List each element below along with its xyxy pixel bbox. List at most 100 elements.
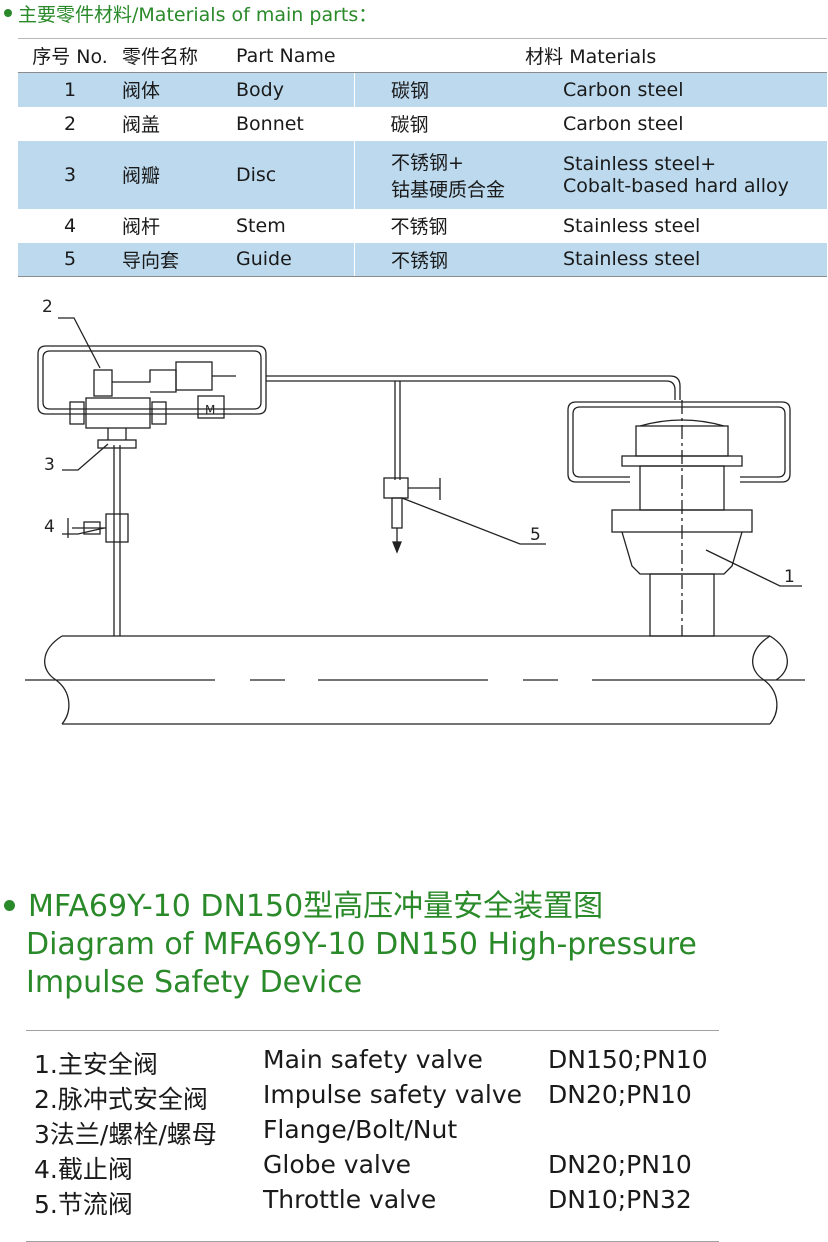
table-row: 4 阀杆 Stem 不锈钢 Stainless steel xyxy=(18,209,827,243)
row-material-en: Stainless steel xyxy=(563,242,827,277)
diagram-title-en-2: Impulse Safety Device xyxy=(26,965,363,1000)
callout-1: 1 xyxy=(784,567,795,587)
row-no: 1 xyxy=(63,78,77,101)
impulse-pipe xyxy=(113,445,121,636)
impulse-valve-actuator xyxy=(175,361,213,391)
impulse-valve-body xyxy=(85,397,151,429)
material-cn-line: 不锈钢+ xyxy=(391,151,464,174)
row-name-cn: 阀瓣 xyxy=(122,165,161,187)
globe-valve-body xyxy=(105,513,129,543)
legend-spec: DN150;PN10 xyxy=(548,1045,708,1074)
legend-cn: 2.脉冲式安全阀 xyxy=(34,1085,208,1114)
leader-4 xyxy=(62,527,105,535)
impulse-valve-flange-left xyxy=(69,401,85,425)
callout-2: 2 xyxy=(42,297,53,317)
row-name-cn: 阀体 xyxy=(122,80,161,103)
right-loop-left-outer xyxy=(567,401,630,483)
row-name-en: Stem xyxy=(236,214,286,237)
materials-section-title: 主要零件材料/Materials of main parts： xyxy=(0,0,377,26)
magnet-emblem-text: M xyxy=(205,403,215,417)
row-material-cn: 不锈钢 xyxy=(354,242,563,277)
header-name-cn: 零件名称 xyxy=(122,38,236,73)
outlet-arrow-icon xyxy=(392,541,402,554)
row-name-cn: 阀盖 xyxy=(122,114,161,136)
throttle-valve-body xyxy=(383,477,409,499)
row-name-en: Disc xyxy=(236,163,277,186)
leader-5 xyxy=(401,497,546,545)
leader-3 xyxy=(62,443,109,471)
legend-spec: DN20;PN10 xyxy=(548,1150,692,1179)
materials-title-text: 主要零件材料/Materials of main parts： xyxy=(18,3,378,26)
row-material-en: Stainless steel+ Cobalt-based hard alloy xyxy=(563,141,827,209)
legend-en: Main safety valve xyxy=(263,1045,483,1074)
legend-list: 1.主安全阀 Main safety valve DN150;PN10 2.脉冲… xyxy=(26,1030,719,1242)
legend-cn: 4.截止阀 xyxy=(34,1155,133,1184)
row-name-cn: 导向套 xyxy=(122,242,236,277)
callout-5: 5 xyxy=(530,525,541,545)
row-material-cn: 碳钢 xyxy=(390,114,429,136)
legend-en: Throttle valve xyxy=(263,1185,437,1214)
connect-line-top xyxy=(266,375,681,400)
legend-en: Globe valve xyxy=(263,1150,412,1179)
row-material-cn: 碳钢 xyxy=(354,72,563,107)
row-name-cn: 阀杆 xyxy=(122,216,161,238)
bullet-dot-icon xyxy=(4,900,15,911)
pipe-break-right-outer xyxy=(769,635,788,681)
bullet-dot-icon xyxy=(4,9,12,17)
row-material-en: Carbon steel xyxy=(563,112,684,135)
header-materials: 材料 Materials xyxy=(354,38,827,73)
left-loop-inner xyxy=(42,350,262,410)
row-material-en: Carbon steel xyxy=(563,78,684,101)
diagram-title-en-1: Diagram of MFA69Y-10 DN150 High-pressure xyxy=(26,927,697,962)
header-name-en: Part Name xyxy=(236,38,355,73)
legend-spec: DN20;PN10 xyxy=(548,1080,692,1109)
legend-spec: DN10;PN32 xyxy=(548,1185,692,1214)
materials-table: 序号 No. 零件名称 Part Name 材料 Materials 1 阀体 … xyxy=(18,38,827,277)
table-row: 3 阀瓣 Disc 不锈钢+ 钴基硬质合金 Stainless steel+ C… xyxy=(18,140,827,209)
table-row: 2 阀盖 Bonnet 碳钢 Carbon steel xyxy=(18,107,827,141)
throttle-pipe xyxy=(394,381,401,480)
throttle-outlet xyxy=(391,497,403,529)
right-loop-outer xyxy=(576,401,791,483)
throttle-stem xyxy=(408,478,441,500)
connect-line-bot xyxy=(266,380,676,400)
row-name-en: Body xyxy=(236,78,284,101)
row-material-cn: 不锈钢+ 钴基硬质合金 xyxy=(354,140,563,209)
row-material-cn: 不锈钢 xyxy=(390,216,448,238)
impulse-valve-lever xyxy=(112,369,177,393)
diagram-title-cn: MFA69Y-10 DN150型高压冲量安全装置图 xyxy=(28,889,604,924)
impulse-valve-head xyxy=(93,369,113,397)
right-loop-inner xyxy=(580,406,786,478)
flange-3 xyxy=(97,439,137,449)
legend-cn: 1.主安全阀 xyxy=(34,1050,158,1079)
left-loop-outer xyxy=(37,345,267,415)
material-en-line: Stainless steel+ xyxy=(563,152,717,175)
right-loop-left-inner xyxy=(572,406,630,478)
row-no: 2 xyxy=(63,112,77,135)
header-no: 序号 No. xyxy=(18,38,122,73)
callout-4: 4 xyxy=(44,517,55,537)
magnet-box xyxy=(197,395,225,419)
row-no: 4 xyxy=(63,214,77,237)
legend-en: Impulse safety valve xyxy=(263,1080,523,1109)
legend-cn: 5.节流阀 xyxy=(34,1190,133,1219)
legend-en: Flange/Bolt/Nut xyxy=(263,1115,458,1144)
material-en-line: Cobalt-based hard alloy xyxy=(563,174,789,197)
leader-2 xyxy=(58,317,101,369)
row-name-en: Guide xyxy=(236,242,355,277)
table-row: 1 阀体 Body 碳钢 Carbon steel xyxy=(18,72,827,107)
impulse-valve-flange-right xyxy=(151,401,167,425)
callout-3: 3 xyxy=(44,455,55,475)
impulse-valve-neck xyxy=(107,428,127,440)
row-no: 3 xyxy=(63,163,77,186)
safety-device-diagram: 2 3 4 5 1 M xyxy=(25,297,805,725)
legend-cn: 3法兰/螺栓/螺母 xyxy=(34,1120,217,1149)
materials-table-header: 序号 No. 零件名称 Part Name 材料 Materials xyxy=(18,38,827,73)
table-row: 5 导向套 Guide 不锈钢 Stainless steel xyxy=(18,242,827,277)
row-name-en: Bonnet xyxy=(236,112,304,135)
leader-1 xyxy=(705,549,802,587)
globe-valve-bonnet xyxy=(83,521,101,535)
material-cn-line: 钴基硬质合金 xyxy=(391,178,506,201)
row-material-en: Stainless steel xyxy=(563,214,701,237)
row-no: 5 xyxy=(18,242,122,277)
